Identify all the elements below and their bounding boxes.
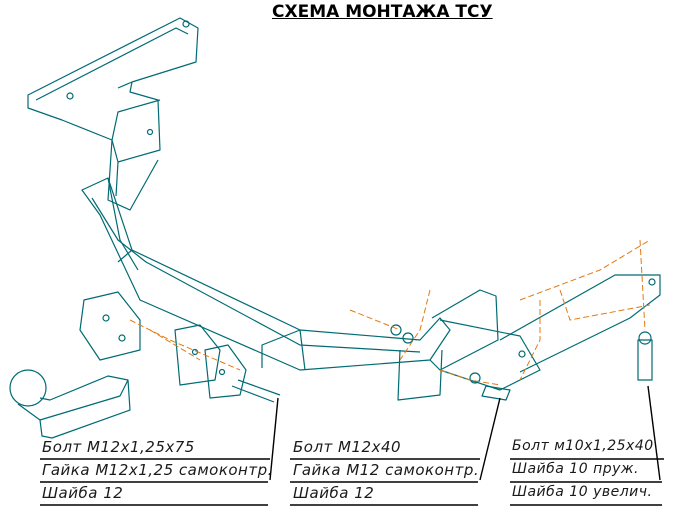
callout-middle-line-2: Гайка М12 самоконтр. — [293, 461, 480, 479]
callout-left-line-2: Гайка М12х1,25 самоконтр. — [42, 461, 273, 479]
callout-leaders — [40, 385, 664, 506]
diagram-title: СХЕМА МОНТАЖА ТСУ — [272, 2, 493, 22]
callout-right-line-1: Болт м10х1,25х40 — [512, 438, 654, 454]
callout-left-line-1: Болт М12х1,25х75 — [42, 438, 195, 456]
tow-bar-frame — [9, 17, 661, 439]
mounting-centerlines — [129, 239, 651, 386]
tow-ball-icon — [9, 369, 47, 407]
callout-middle-line-1: Болт М12х40 — [293, 438, 402, 456]
callout-right-line-2: Шайба 10 пруж. — [512, 461, 639, 477]
callout-right-line-3: Шайба 10 увелич. — [512, 484, 653, 500]
callout-middle-line-3: Шайба 12 — [293, 484, 375, 502]
callout-left-line-3: Шайба 12 — [42, 484, 124, 502]
